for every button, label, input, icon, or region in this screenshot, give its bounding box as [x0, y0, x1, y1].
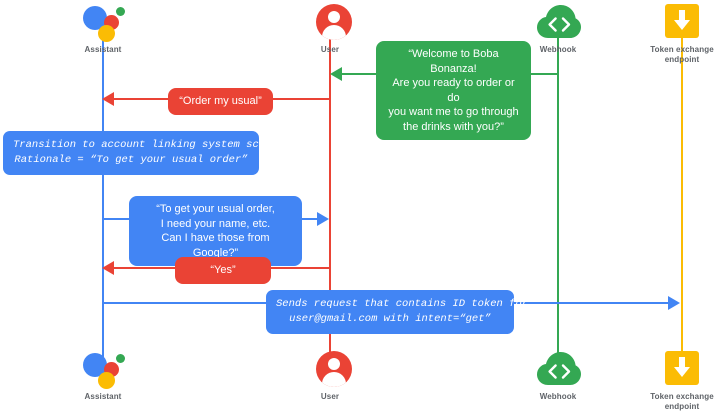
actor-label-endpoint-line2: endpoint	[664, 55, 700, 64]
message-bubble-welcome[interactable]: “Welcome to Boba Bonanza! Are you ready …	[376, 41, 531, 140]
download-box-icon	[658, 351, 706, 389]
arrow-tip-yes	[102, 261, 114, 275]
message-line: “Yes”	[210, 264, 236, 276]
message-line: Are you ready to order or do	[392, 77, 515, 104]
actor-assistant-top[interactable]: Assistant	[48, 4, 158, 55]
message-line: the drinks with you?”	[403, 120, 504, 133]
actor-webhook-top[interactable]: Webhook	[503, 4, 613, 55]
lifeline-webhook	[557, 36, 559, 358]
note-line: Rationale = “To get your usual order”	[14, 154, 248, 166]
lifeline-assistant	[102, 36, 104, 358]
actor-label-endpoint-line2: endpoint	[664, 402, 700, 411]
arrow-tip-sends-request	[668, 296, 680, 310]
message-bubble-yes[interactable]: “Yes”	[175, 257, 271, 284]
message-line: Can I have those from Google?”	[161, 232, 270, 259]
message-line: “Order my usual”	[179, 95, 262, 107]
actor-label-endpoint-line1: Token exchange	[650, 392, 714, 401]
note-line: Sends request that contains ID token for	[276, 298, 529, 310]
message-line: “Welcome to Boba Bonanza!	[408, 48, 499, 75]
cloud-code-icon	[534, 4, 582, 42]
actor-assistant-bottom[interactable]: Assistant	[48, 351, 158, 402]
actor-user-bottom[interactable]: User	[275, 351, 385, 402]
arrow-tip-welcome	[330, 67, 342, 81]
google-assistant-icon	[79, 351, 127, 389]
message-bubble-order-my-usual[interactable]: “Order my usual”	[168, 88, 273, 115]
note-transition-to-account-linking[interactable]: Transition to account linking system sce…	[3, 131, 284, 175]
message-line: I need your name, etc.	[160, 217, 271, 230]
user-avatar-icon	[306, 4, 354, 42]
actor-label-endpoint-line1: Token exchange	[650, 45, 714, 54]
actor-endpoint-bottom[interactable]: Token exchange endpoint	[627, 351, 725, 412]
google-assistant-icon	[79, 4, 127, 42]
message-line: you want me to go through	[388, 106, 519, 118]
actor-label-user: User	[320, 45, 340, 54]
actor-label-user: User	[320, 392, 340, 401]
actor-webhook-bottom[interactable]: Webhook	[503, 351, 613, 402]
download-box-icon	[658, 4, 706, 42]
note-sends-request[interactable]: Sends request that contains ID token for…	[266, 290, 529, 334]
lifeline-user	[329, 36, 331, 358]
note-line: user@gmail.com with intent=“get”	[289, 313, 491, 325]
actor-label-webhook: Webhook	[539, 45, 577, 54]
cloud-code-icon	[534, 351, 582, 389]
note-line: Transition to account linking system sce…	[13, 139, 284, 151]
message-bubble-need-your-name[interactable]: “To get your usual order, I need your na…	[129, 196, 302, 266]
actor-endpoint-top[interactable]: Token exchange endpoint	[627, 4, 725, 65]
actor-label-webhook: Webhook	[539, 392, 577, 401]
actor-label-assistant: Assistant	[84, 392, 122, 401]
user-avatar-icon	[306, 351, 354, 389]
arrow-tip-order-my-usual	[102, 92, 114, 106]
actor-user-top[interactable]: User	[275, 4, 385, 55]
actor-label-assistant: Assistant	[84, 45, 122, 54]
lifeline-endpoint	[681, 36, 683, 358]
arrow-tip-need-your-name	[317, 212, 329, 226]
message-line: “To get your usual order,	[156, 203, 275, 215]
